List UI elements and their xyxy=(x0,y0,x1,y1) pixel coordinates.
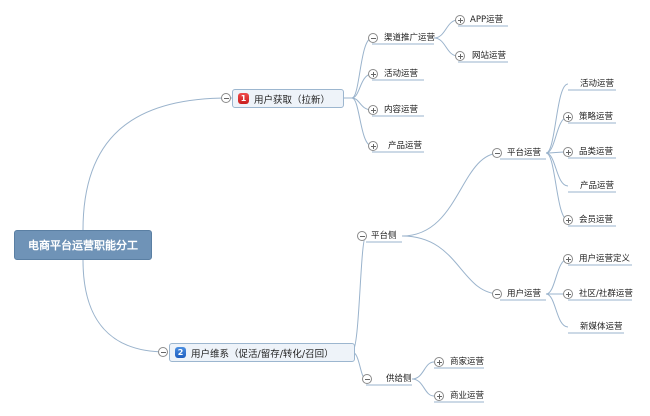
subtopic-member-ops[interactable]: 会员运营 xyxy=(579,215,614,225)
subtopic-user-ops[interactable]: 用户运营 xyxy=(507,289,542,299)
expand-toggle-icon[interactable] xyxy=(563,112,573,122)
subtopic-channel[interactable]: 渠道推广运营 xyxy=(384,33,436,43)
priority-1-icon: 1 xyxy=(238,93,249,104)
main-topic-acquisition[interactable]: 1 用户获取（拉新） xyxy=(232,89,344,108)
expand-toggle-icon[interactable] xyxy=(563,147,573,157)
priority-2-icon: 2 xyxy=(175,347,186,358)
subtopic-platform-side[interactable]: 平台侧 xyxy=(371,231,397,241)
collapse-toggle-icon[interactable] xyxy=(357,231,367,241)
expand-toggle-icon[interactable] xyxy=(563,254,573,264)
subtopic-product[interactable]: 产品运营 xyxy=(388,141,423,151)
subtopic-supply-side[interactable]: 供给侧 xyxy=(386,374,412,384)
subtopic-activity[interactable]: 活动运营 xyxy=(384,69,419,79)
leaf-product-ops[interactable]: 产品运营 xyxy=(580,181,615,191)
subtopic-content[interactable]: 内容运营 xyxy=(384,105,419,115)
expand-toggle-icon[interactable] xyxy=(563,289,573,299)
expand-toggle-icon[interactable] xyxy=(455,51,465,61)
root-topic[interactable]: 电商平台运营职能分工 xyxy=(14,230,152,260)
subtopic-business-ops[interactable]: 商业运营 xyxy=(450,391,485,401)
collapse-toggle-icon[interactable] xyxy=(492,148,502,158)
collapse-toggle-icon[interactable] xyxy=(362,374,372,384)
subtopic-strategy-ops[interactable]: 策略运营 xyxy=(579,112,614,122)
main-topic-maintenance[interactable]: 2 用户维系（促活/留存/转化/召回） xyxy=(169,343,355,362)
leaf-activity-ops[interactable]: 活动运营 xyxy=(580,79,615,89)
expand-toggle-icon[interactable] xyxy=(563,215,573,225)
main-topic-label: 用户获取（拉新） xyxy=(254,94,331,106)
root-topic-label: 电商平台运营职能分工 xyxy=(28,239,138,252)
expand-toggle-icon[interactable] xyxy=(455,15,465,25)
expand-toggle-icon[interactable] xyxy=(368,141,378,151)
expand-toggle-icon[interactable] xyxy=(434,357,444,367)
subtopic-platform-ops[interactable]: 平台运营 xyxy=(507,148,542,158)
subtopic-app-ops[interactable]: APP运营 xyxy=(470,15,504,25)
main-topic-label: 用户维系（促活/留存/转化/召回） xyxy=(191,348,334,360)
collapse-toggle-icon[interactable] xyxy=(368,33,378,43)
subtopic-merchant-ops[interactable]: 商家运营 xyxy=(450,357,485,367)
subtopic-community-ops[interactable]: 社区/社群运营 xyxy=(579,289,633,299)
subtopic-web-ops[interactable]: 网站运营 xyxy=(472,51,507,61)
expand-toggle-icon[interactable] xyxy=(434,391,444,401)
subtopic-category-ops[interactable]: 品类运营 xyxy=(579,147,614,157)
expand-toggle-icon[interactable] xyxy=(368,69,378,79)
collapse-toggle-icon[interactable] xyxy=(158,347,168,357)
subtopic-user-ops-definition[interactable]: 用户运营定义 xyxy=(579,254,631,264)
leaf-new-media-ops[interactable]: 新媒体运营 xyxy=(580,322,623,332)
expand-toggle-icon[interactable] xyxy=(368,105,378,115)
collapse-toggle-icon[interactable] xyxy=(221,93,231,103)
collapse-toggle-icon[interactable] xyxy=(492,289,502,299)
